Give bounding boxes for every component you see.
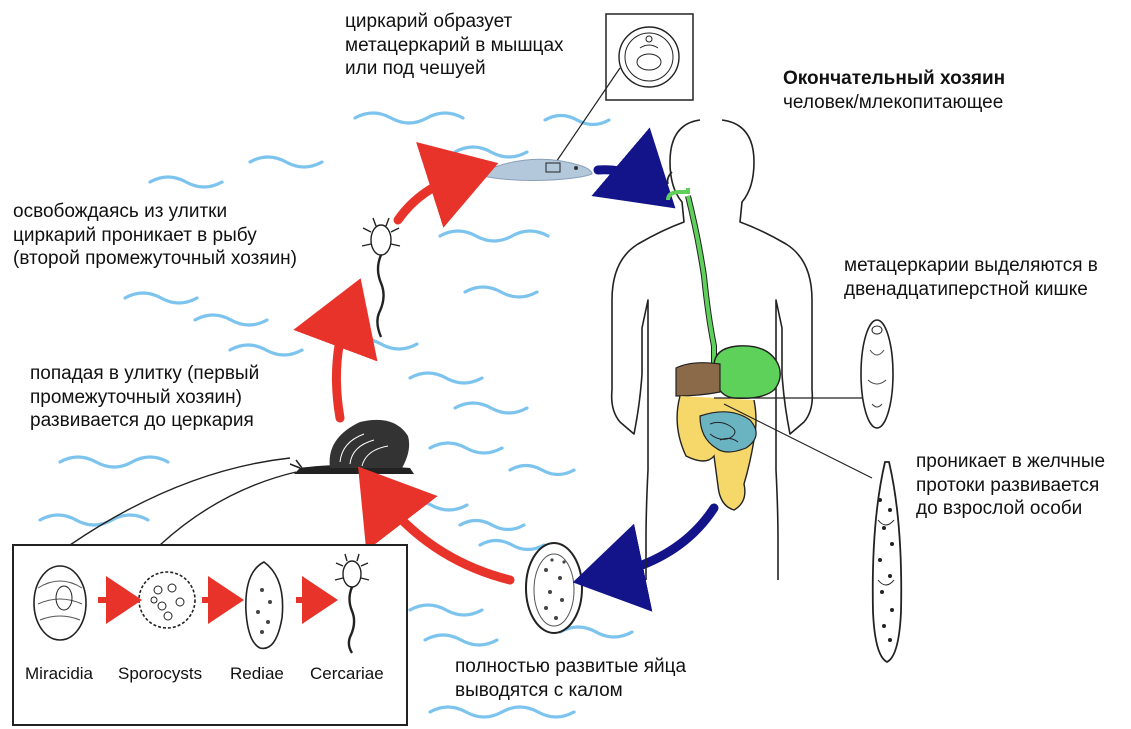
duodenum-line-2: двенадцатиперстной кишке [844, 278, 1098, 302]
stages-box [13, 545, 407, 725]
cercaria-icon [362, 218, 400, 337]
bile-ducts-label: проникает в желчные протоки развивается … [916, 450, 1105, 521]
inset-pointer [552, 68, 620, 168]
egg-icon [526, 543, 582, 633]
final-host-title: Окончательный хозяин [783, 67, 1005, 91]
arrow-fish-to-human [598, 170, 648, 185]
fish-muscle-line-3: или под чешуей [345, 57, 564, 81]
in-snail-label: попадая в улитку (первый промежуточный х… [30, 362, 259, 433]
stage-label-rediae: Rediae [230, 664, 284, 684]
miracidia-icon [34, 566, 86, 640]
eggs-label: полностью развитые яйца выводятся с кало… [455, 655, 686, 702]
in-snail-line-1: попадая в улитку (первый [30, 362, 259, 386]
free-from-snail-label: освобождаясь из улитки циркарий проникае… [13, 200, 297, 271]
bile-ducts-line-3: до взрослой особи [916, 497, 1105, 521]
fish-muscle-line-1: циркарий образует [345, 10, 564, 34]
snail-icon [290, 420, 414, 474]
final-host-subtitle: человек/млекопитающее [783, 91, 1005, 115]
in-snail-line-2: промежуточный хозяин) [30, 386, 259, 410]
digestive-tract [668, 188, 780, 510]
fish-icon [468, 159, 592, 186]
snail-to-box-lines [70, 458, 296, 545]
fish-muscle-label: циркарий образует метацеркарий в мышцах … [345, 10, 564, 81]
duodenum-line-1: метацеркарии выделяются в [844, 254, 1098, 278]
eggs-line-1: полностью развитые яйца [455, 655, 686, 679]
eggs-line-2: выводятся с калом [455, 679, 686, 703]
arrow-snail-to-cercaria [336, 312, 348, 418]
stage-label-cercariae: Cercariae [310, 664, 384, 684]
adult-fluke-icon [873, 462, 902, 662]
bile-ducts-line-2: протоки развивается [916, 474, 1105, 498]
metacercaria-icon [861, 320, 893, 428]
free-from-snail-line-3: (второй промежуточный хозяин) [13, 247, 297, 271]
in-snail-line-3: развивается до церкария [30, 409, 259, 433]
free-from-snail-line-1: освобождаясь из улитки [13, 200, 297, 224]
bile-ducts-line-1: проникает в желчные [916, 450, 1105, 474]
stage-label-sporocysts: Sporocysts [118, 664, 202, 684]
duodenum-label: метацеркарии выделяются в двенадцатиперс… [844, 254, 1098, 301]
final-host-label: Окончательный хозяин человек/млекопитающ… [783, 67, 1005, 114]
arrow-cercaria-to-fish [398, 174, 464, 220]
arrow-human-to-egg [608, 508, 714, 575]
stage-label-miracidia: Miracidia [25, 664, 93, 684]
free-from-snail-line-2: циркарий проникает в рыбу [13, 224, 297, 248]
sporocyst-icon [139, 572, 195, 628]
metacercaria-inset [606, 14, 693, 100]
fish-muscle-line-2: метацеркарий в мышцах [345, 34, 564, 58]
